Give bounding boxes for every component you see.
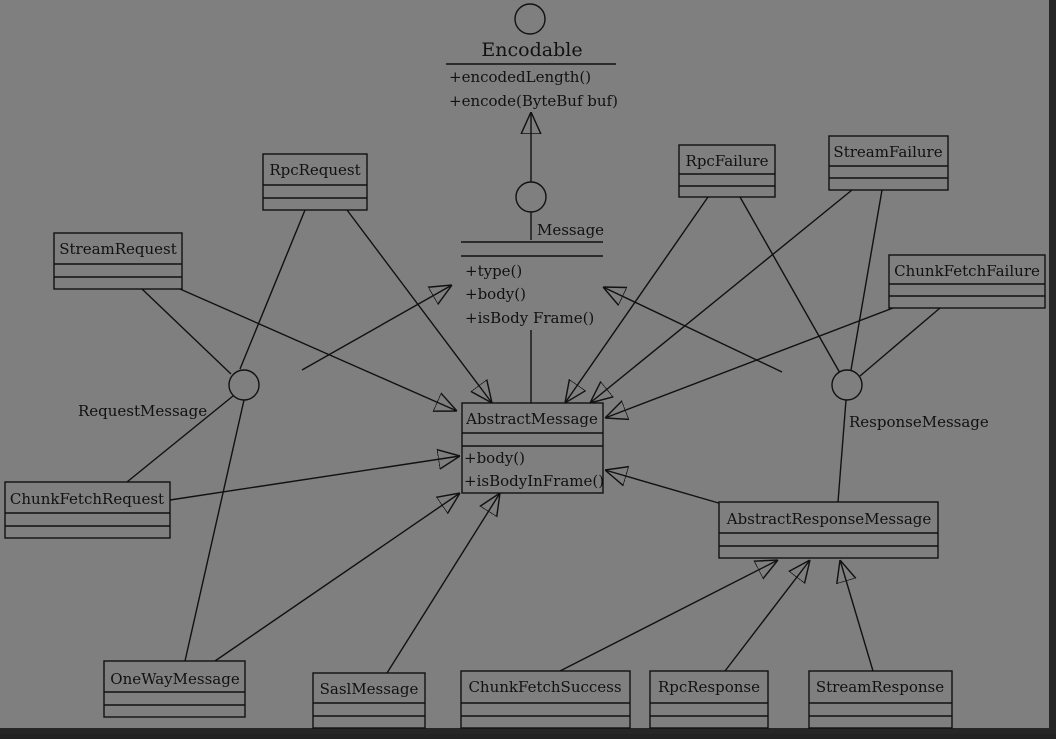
stream-response-to-abstract-response-arrow [840,560,874,672]
abstract-response-to-response-message-link [837,399,847,503]
chunk-fetch-request-to-request-message-link [126,395,234,483]
abstract-message-method: +body() [464,449,525,467]
message-name: Message [537,221,604,239]
response-message-label: ResponseMessage [849,413,989,431]
rpc-request-to-request-message-link [239,209,306,370]
chunk-fetch-request-name: ChunkFetchRequest [10,490,164,508]
rpc-response-to-abstract-response-arrow [724,560,810,672]
sasl-message-name: SaslMessage [320,680,419,698]
right-frame-edge [1049,0,1056,734]
request-message-label: RequestMessage [78,402,207,420]
encodable-method: +encodedLength() [449,68,591,86]
chunk-fetch-failure-name: ChunkFetchFailure [894,262,1040,280]
bottom-frame-edge [0,728,1056,734]
rpc-request-class [262,153,368,211]
stream-request-name: StreamRequest [59,240,177,258]
abstract-response-message-name: AbstractResponseMessage [726,510,932,528]
chunk-fetch-success-name: ChunkFetchSuccess [468,678,621,696]
chunk-fetch-failure-to-abstract-message-arrow [605,307,894,418]
rpc-failure-to-abstract-message-arrow [565,196,709,403]
chunk-fetch-failure-to-response-message-link [859,307,941,377]
chunk-fetch-success-to-abstract-response-arrow [559,560,778,672]
chunk-fetch-failure-class [888,254,1046,309]
stream-failure-to-response-message-link [850,189,883,371]
encodable-interface: Encodable +encodedLength() +encode(ByteB… [446,39,618,110]
sasl-message-class [312,672,426,729]
rpc-failure-to-response-message-link [739,196,841,374]
stream-failure-name: StreamFailure [833,143,942,161]
one-way-message-name: OneWayMessage [110,670,240,688]
chunk-fetch-success-class [460,670,631,729]
rpc-failure-name: RpcFailure [686,152,769,170]
abstract-message-name: AbstractMessage [465,410,598,428]
stream-request-to-abstract-message-arrow [179,288,457,411]
request-message-interface-circle [228,369,260,401]
one-way-message-class [103,660,246,718]
one-way-message-to-request-message-link [184,399,245,662]
encodable-name: Encodable [481,39,582,61]
message-method: +body() [465,285,526,303]
message-method-mask [465,262,529,328]
abstract-response-message-class [718,501,939,559]
stream-response-name: StreamResponse [816,678,944,696]
rpc-failure-class [678,144,776,198]
abstract-message-class [461,402,604,494]
abstract-response-to-abstract-message-arrow [605,470,723,505]
stream-request-to-request-message-link [141,288,232,375]
one-way-message-to-abstract-message-arrow [214,493,460,662]
stream-failure-class [828,135,949,191]
sasl-message-to-abstract-message-arrow [386,493,500,674]
encodable-interface-circle [514,3,546,35]
abstract-message-method: +isBodyInFrame() [464,472,604,490]
rpc-request-to-abstract-message-arrow [346,209,492,403]
stream-response-class [808,670,953,729]
abstract-to-message-left-arrow [301,285,452,371]
message-interface: Message +type() +body() +isBody Frame() [461,221,604,328]
chunk-fetch-request-to-abstract-message-arrow [169,456,460,501]
abstract-to-message-right-arrow [603,287,783,373]
message-method: +isBody Frame() [465,309,594,327]
encodable-method: +encode(ByteBuf buf) [449,92,618,110]
response-message-interface-circle [831,369,863,401]
rpc-request-name: RpcRequest [269,161,360,179]
message-interface-circle [515,181,547,213]
message-method: +type() [465,262,522,280]
rpc-response-class [649,670,769,729]
stream-failure-to-abstract-message-arrow [590,189,853,403]
chunk-fetch-request-class [4,481,171,539]
stream-request-class [53,232,183,290]
rpc-response-name: RpcResponse [658,678,760,696]
